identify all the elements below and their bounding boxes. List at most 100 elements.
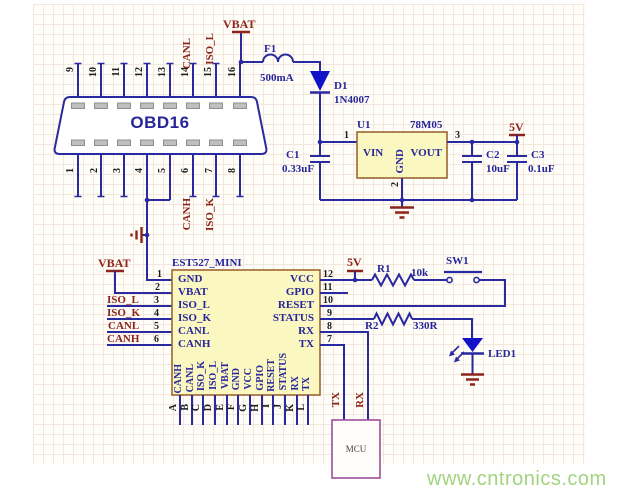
chip-pin-name-isok: ISO_K bbox=[178, 312, 212, 324]
obd-pin-number-8: 8 bbox=[227, 168, 238, 173]
mcu-label: MCU bbox=[345, 444, 367, 454]
net-label-vbat-top: VBAT bbox=[223, 17, 256, 31]
r2-value: 330R bbox=[413, 320, 438, 332]
regulator-vin-label: VIN bbox=[363, 147, 384, 159]
diode-ref: D1 bbox=[334, 80, 348, 92]
regulator-pin2-number: 2 bbox=[390, 182, 401, 187]
wire-vbat-left bbox=[114, 271, 172, 294]
c3-value: 0.1uF bbox=[528, 163, 555, 175]
chip-pin-name-reset: RESET bbox=[277, 299, 314, 311]
capacitor-c1 bbox=[310, 142, 330, 200]
chip-pin-name-canh: CANH bbox=[178, 338, 211, 350]
capacitor-c3 bbox=[507, 142, 527, 200]
capacitor-c2 bbox=[462, 142, 482, 200]
watermark: www.cntronics.com bbox=[427, 468, 607, 490]
chip-pin-name-canl: CANL bbox=[178, 325, 210, 337]
diode-symbol bbox=[310, 71, 330, 91]
obd16-title: OBD16 bbox=[130, 113, 190, 132]
led-symbol bbox=[462, 338, 483, 352]
regulator-pin-wires bbox=[401, 141, 517, 200]
chip-pin12-number: 12 bbox=[323, 269, 333, 280]
chip-pin4-number: 4 bbox=[154, 308, 159, 319]
chip-title: EST527_MINI bbox=[172, 257, 242, 269]
led-arrowhead-2 bbox=[454, 356, 460, 363]
chip-pin9-number: 9 bbox=[327, 308, 332, 319]
chip-right-wires bbox=[320, 279, 506, 420]
obd-pin-number-6: 6 bbox=[180, 168, 191, 173]
led-arrowhead-1 bbox=[449, 350, 455, 357]
chip-pin11-number: 11 bbox=[323, 282, 333, 293]
net-label-vbat-left: VBAT bbox=[98, 256, 131, 270]
chip-bottom-pin-stubs bbox=[179, 395, 309, 425]
chip-pin6-number: 6 bbox=[154, 334, 159, 345]
resistor-r1-symbol bbox=[371, 272, 415, 288]
net-label-canl-top: CANL bbox=[181, 38, 193, 70]
earth-ground-led-icon bbox=[461, 373, 484, 386]
obd16-pads bbox=[71, 102, 247, 146]
c3-ref: C3 bbox=[531, 149, 545, 161]
regulator-pin1-number: 1 bbox=[344, 130, 349, 141]
net-label-canh: CANH bbox=[107, 333, 140, 345]
obd-pin-number-1: 1 bbox=[65, 168, 76, 173]
sw1-left-terminal bbox=[446, 276, 453, 284]
chip-pin-name-vbat: VBAT bbox=[178, 286, 208, 298]
chip-left-net-wires bbox=[107, 305, 172, 346]
chip-pin2-number: 2 bbox=[155, 282, 160, 293]
chip-bottom-name-tx: TX bbox=[301, 377, 312, 391]
earth-ground-side-icon bbox=[130, 227, 143, 243]
net-label-canl: CANL bbox=[108, 320, 140, 332]
obd-pin-number-15: 15 bbox=[203, 67, 214, 77]
net-label-canh-bottom: CANH bbox=[181, 198, 193, 231]
obd16-top-pin-wires bbox=[77, 62, 241, 97]
obd-pin-number-7: 7 bbox=[204, 168, 215, 173]
chip-pin-name-vcc: VCC bbox=[290, 273, 314, 285]
switch-sw1-symbol bbox=[444, 270, 482, 284]
fuse-value: 500mA bbox=[260, 72, 294, 84]
chip-pin7-number: 7 bbox=[327, 334, 332, 345]
chip-pin5-number: 5 bbox=[154, 321, 159, 332]
regulator-gnd-label: GND bbox=[394, 149, 406, 174]
mcu-body bbox=[331, 419, 381, 479]
regulator-vout-label: VOUT bbox=[410, 147, 442, 159]
obd-pin-number-10: 10 bbox=[88, 67, 99, 77]
obd-pin-number-11: 11 bbox=[111, 67, 122, 77]
chip-pin-name-rx: RX bbox=[298, 325, 314, 337]
net-label-isok: ISO_K bbox=[107, 307, 141, 319]
chip-pin3-number: 3 bbox=[154, 295, 159, 306]
net-label-rx: RX bbox=[354, 392, 366, 408]
led1-ref: LED1 bbox=[488, 348, 517, 360]
net-label-tx: TX bbox=[330, 392, 342, 408]
sw1-ref: SW1 bbox=[446, 255, 469, 267]
obd-pin-number-9: 9 bbox=[65, 67, 76, 72]
c2-value: 10uF bbox=[486, 163, 510, 175]
obd-pin-number-3: 3 bbox=[112, 168, 123, 173]
regulator-part: 78M05 bbox=[410, 119, 443, 131]
wire-obd-gnd-to-chip bbox=[142, 200, 172, 281]
chip-pin8-number: 8 bbox=[327, 321, 332, 332]
net-label-5v-right: 5V bbox=[509, 120, 524, 134]
sw1-right-terminal bbox=[473, 276, 480, 284]
fuse-ref: F1 bbox=[264, 43, 277, 55]
chip-pin-name-status: STATUS bbox=[272, 312, 314, 324]
resistor-r2-symbol bbox=[373, 311, 413, 327]
obd-pin-number-12: 12 bbox=[134, 67, 145, 77]
c2-ref: C2 bbox=[486, 149, 500, 161]
r1-ref: R1 bbox=[377, 263, 391, 275]
net-label-5v-mid: 5V bbox=[347, 255, 362, 269]
chip-pin-letter-l: L bbox=[296, 404, 307, 411]
regulator-pin3-number: 3 bbox=[455, 130, 460, 141]
obd-pin-number-2: 2 bbox=[89, 168, 100, 173]
r1-value: 10k bbox=[411, 267, 429, 279]
obd-pin-number-5: 5 bbox=[157, 168, 168, 173]
c1-value: 0.33uF bbox=[282, 163, 315, 175]
chip-pin-name-gpio: GPIO bbox=[285, 286, 314, 298]
chip-pin-name-isol: ISO_L bbox=[178, 299, 210, 311]
regulator-ref: U1 bbox=[357, 119, 371, 131]
junction-dots bbox=[144, 59, 520, 283]
net-label-isol-top: ISO_L bbox=[204, 33, 216, 65]
r2-ref: R2 bbox=[365, 320, 379, 332]
chip-pin1-number: 1 bbox=[157, 269, 162, 280]
net-label-isok-bottom: ISO_K bbox=[204, 198, 216, 232]
